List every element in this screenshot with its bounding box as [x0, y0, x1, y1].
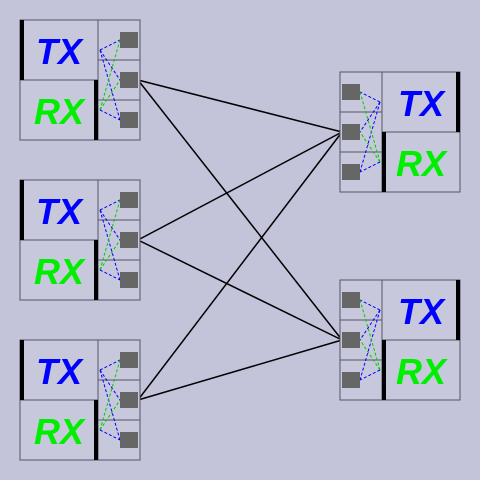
- dashed-wire: [99, 359, 121, 371]
- tx-panel: [381, 279, 461, 341]
- port-1: [120, 352, 138, 368]
- dashed-wire: [99, 429, 121, 441]
- dashed-wire: [99, 109, 121, 121]
- dashed-wire: [99, 209, 121, 281]
- rx-label: RX: [396, 143, 448, 184]
- dashed-wire: [99, 49, 121, 121]
- dashed-wire: [359, 131, 381, 163]
- dashed-wire: [99, 49, 121, 81]
- dashed-wire: [359, 91, 381, 163]
- dashed-wire: [359, 161, 381, 173]
- tx-bar: [456, 72, 460, 132]
- tx-bar: [20, 180, 24, 240]
- rx-label: RX: [34, 411, 86, 452]
- port-1: [342, 84, 360, 100]
- dashed-wire: [359, 101, 381, 173]
- units-layer: TX RX TX RX TX RX TX RX TX RX: [19, 19, 461, 461]
- port-2: [342, 124, 360, 140]
- link-left-1-right-2: [137, 79, 343, 341]
- unit-left-3: TX RX: [19, 339, 141, 461]
- tx-label: TX: [398, 83, 446, 124]
- dashed-wire: [99, 369, 121, 441]
- rx-bar: [382, 340, 386, 400]
- internal-wiring: [99, 39, 121, 121]
- dashed-wire: [99, 359, 121, 431]
- dashed-wire: [359, 91, 381, 103]
- dashed-wire: [99, 239, 121, 271]
- rx-panel: [19, 399, 99, 461]
- link-left-2-right-1: [137, 131, 343, 241]
- rx-panel: [381, 339, 461, 401]
- unit-left-2: TX RX: [19, 179, 141, 301]
- tx-label: TX: [36, 191, 84, 232]
- internal-wiring: [359, 91, 381, 173]
- unit-right-2: TX RX: [339, 279, 461, 401]
- dashed-wire: [99, 199, 121, 211]
- port-2: [120, 232, 138, 248]
- dashed-wire: [359, 101, 381, 133]
- port-1: [120, 32, 138, 48]
- dashed-wire: [99, 199, 121, 271]
- port-2: [120, 392, 138, 408]
- dashed-wire: [99, 399, 121, 431]
- internal-wiring: [99, 199, 121, 281]
- link-left-2-right-2: [137, 239, 343, 341]
- tx-bar: [456, 280, 460, 340]
- dashed-wire: [359, 299, 381, 311]
- port-1: [120, 192, 138, 208]
- dashed-wire: [359, 309, 381, 341]
- rx-label: RX: [34, 91, 86, 132]
- links-layer: [137, 79, 343, 401]
- dashed-wire: [359, 369, 381, 381]
- rx-bar: [382, 132, 386, 192]
- link-left-3-right-2: [137, 339, 343, 401]
- dashed-wire: [99, 39, 121, 51]
- link-left-1-right-1: [137, 79, 343, 133]
- port-1: [342, 292, 360, 308]
- dashed-wire: [359, 339, 381, 371]
- port-3: [120, 432, 138, 448]
- tx-bar: [20, 340, 24, 400]
- internal-wiring: [359, 299, 381, 381]
- dashed-wire: [99, 269, 121, 281]
- dashed-wire: [99, 79, 121, 111]
- rx-panel: [381, 131, 461, 193]
- port-2: [342, 332, 360, 348]
- tx-bar: [20, 20, 24, 80]
- internal-wiring: [99, 359, 121, 441]
- tx-label: TX: [36, 351, 84, 392]
- rx-panel: [19, 79, 99, 141]
- rx-label: RX: [396, 351, 448, 392]
- port-3: [342, 372, 360, 388]
- rx-bar: [94, 240, 98, 300]
- tx-label: TX: [36, 31, 84, 72]
- port-3: [120, 272, 138, 288]
- dashed-wire: [99, 369, 121, 401]
- port-3: [120, 112, 138, 128]
- unit-right-1: TX RX: [339, 71, 461, 193]
- dashed-wire: [359, 299, 381, 371]
- port-3: [342, 164, 360, 180]
- rx-bar: [94, 400, 98, 460]
- rx-label: RX: [34, 251, 86, 292]
- tx-label: TX: [398, 291, 446, 332]
- dashed-wire: [99, 209, 121, 241]
- tx-panel: [19, 179, 99, 241]
- dashed-wire: [99, 39, 121, 111]
- unit-left-1: TX RX: [19, 19, 141, 141]
- rx-bar: [94, 80, 98, 140]
- link-left-3-right-1: [137, 131, 343, 401]
- dashed-wire: [359, 309, 381, 381]
- port-2: [120, 72, 138, 88]
